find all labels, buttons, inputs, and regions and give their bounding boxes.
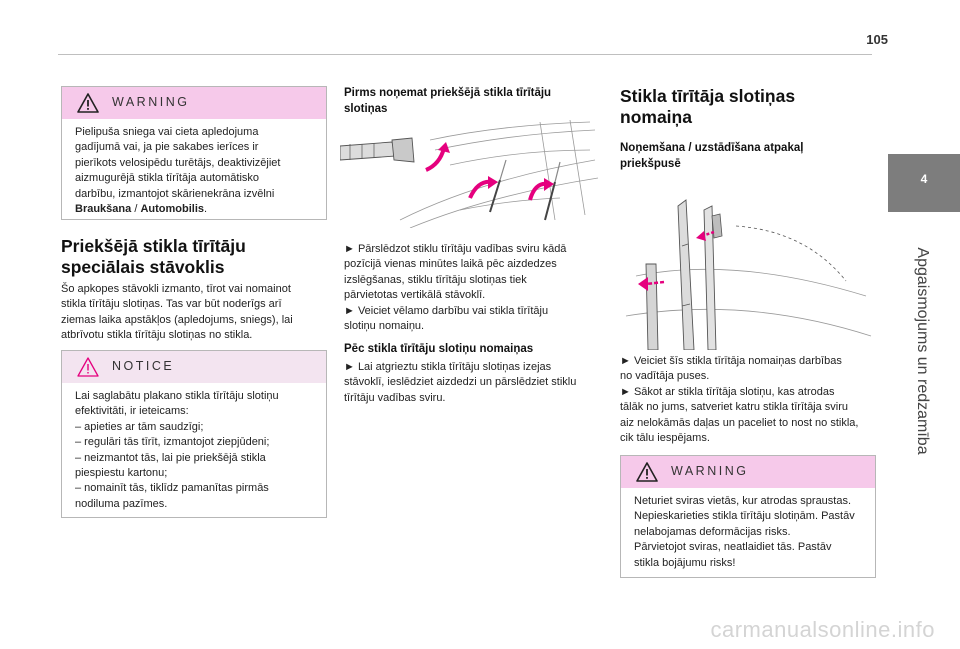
wiper-arm <box>645 199 723 350</box>
wiper-blade-right <box>544 161 561 221</box>
text-line: Braukšana / Automobilis. <box>75 202 318 217</box>
notice-title: NOTICE <box>112 359 175 373</box>
text-line: – regulāri tās tīrīt, izmantojot ziepjūd… <box>75 436 270 449</box>
wiper-blade-removal-illustration <box>625 199 872 350</box>
chapter-tab[interactable]: 4 <box>888 154 960 212</box>
section-heading: Priekšējā stikla tīrītāju speciālais stā… <box>61 236 246 278</box>
text-line: aizmugurējā stikla tīrītāja automātisko <box>75 172 260 185</box>
chapter-number: 4 <box>920 172 928 186</box>
text-line: – apieties ar tām saudzīgi; <box>75 420 204 433</box>
menu-name: Automobilis <box>140 203 204 216</box>
notice-text: Lai saglabātu plakano stikla tīrītāju sl… <box>75 389 318 512</box>
text-line: atbrīvotu stikla tīrītāju slotiņas no st… <box>61 329 253 342</box>
notice-triangle-icon <box>77 357 99 377</box>
warning-title: WARNING <box>671 464 749 478</box>
page-number: 105 <box>866 32 888 47</box>
text-line: slotiņu nomaiņu. <box>344 320 425 333</box>
warning-header: WARNING <box>621 456 875 488</box>
watermark: carmanualsonline.info <box>710 617 935 642</box>
text-line: pozīcijā vienas minūtes laikā pēc aizded… <box>344 258 557 271</box>
warning-box-col3: WARNING Neturiet sviras vietās, kur atro… <box>620 455 876 578</box>
text-line: Lai saglabātu plakano stikla tīrītāju sl… <box>75 390 279 402</box>
text-line: stikla tīrītāju slotiņas. Tas var būt no… <box>61 298 282 311</box>
period: . <box>204 203 208 216</box>
section-heading: Pirms noņemat priekšējā stikla tīrītāju … <box>344 86 594 117</box>
text-line: tīrītāju vadības sviru. <box>344 391 446 404</box>
text-line: ► Lai atgrieztu stikla tīrītāju slotiņas… <box>344 361 552 373</box>
text-line: tālāk no jums, satveriet katru stikla tī… <box>620 401 849 414</box>
text-line: nelabojamas deformācijas risks. <box>634 525 791 538</box>
heading-line: Priekšējā stikla tīrītāju <box>61 236 246 256</box>
menu-name: Braukšana <box>75 203 132 216</box>
text-line: Pielipuša sniega vai cieta apledojuma <box>75 126 259 138</box>
warning-triangle-icon <box>77 93 99 113</box>
heading-line: Pirms noņemat priekšējā stikla tīrītāju <box>344 87 552 99</box>
text-line: stāvoklī, ieslēdziet aizdedzi un pārslēd… <box>344 376 577 389</box>
warning-text: Neturiet sviras vietās, kur atrodas spra… <box>634 494 867 571</box>
text-line: – neizmantot tās, lai pie priekšējā stik… <box>75 451 266 464</box>
warning-header: WARNING <box>62 87 326 119</box>
stalk-lever <box>340 137 415 163</box>
text-line: cik tālu iespējams. <box>620 432 710 445</box>
text-line: Šo apkopes stāvokli izmanto, tīrot vai n… <box>61 283 291 295</box>
top-divider <box>58 54 872 55</box>
wiper-stalk-illustration <box>340 120 599 228</box>
chapter-title: Apgaismojums un redzamība <box>914 247 931 455</box>
steps-paragraph: ► Veiciet šīs stikla tīrītāja nomaiņas d… <box>620 354 882 446</box>
text-line: Nepieskarieties stikla tīrītāju slotiņām… <box>634 510 855 523</box>
subheading: Pēc stikla tīrītāju slotiņu nomaiņas <box>344 343 534 355</box>
press-arrow-icon <box>696 230 715 241</box>
warning-text: Pielipuša sniega vai cieta apledojuma ga… <box>75 125 318 217</box>
heading-line: slotiņas <box>344 102 388 115</box>
text-line: efektivitāti, ir ieteicams: <box>75 405 189 418</box>
subheading: Noņemšana / uzstādīšana atpakaļ priekšpu… <box>620 141 870 172</box>
stalk-arrow-icon <box>425 147 446 172</box>
heading-line: Stikla tīrītāja slotiņas <box>620 86 796 106</box>
text-line: pārvietotas vertikālā stāvoklī. <box>344 289 486 302</box>
text-line: Pārvietojot sviras, neatlaidiet tās. Pas… <box>634 541 832 554</box>
warning-title: WARNING <box>112 95 190 109</box>
text-line: ► Veiciet šīs stikla tīrītāja nomaiņas d… <box>620 355 842 367</box>
text-line: ► Sākot ar stikla tīrītāja slotiņu, kas … <box>620 385 835 398</box>
text-line: – nomainīt tās, tiklīdz pamanītas pirmās <box>75 482 269 495</box>
section-paragraph: Šo apkopes stāvokli izmanto, tīrot vai n… <box>61 282 331 344</box>
steps-paragraph: ► Pārslēdzot stiklu tīrītāju vadības svi… <box>344 242 606 334</box>
text-line: no vadītāja puses. <box>620 370 710 383</box>
text-line: ► Pārslēdzot stiklu tīrītāju vadības svi… <box>344 243 567 255</box>
warning-triangle-icon <box>636 462 658 482</box>
heading-line: Noņemšana / uzstādīšana atpakaļ <box>620 142 804 154</box>
text-line: darbību, izmantojot skārienekrāna izvēln… <box>75 187 275 200</box>
text-line: aiz nelokāmās daļas un paceliet to nost … <box>620 416 859 429</box>
menu-separator: / <box>131 203 141 216</box>
notice-header: NOTICE <box>62 351 326 383</box>
text-line: nodiluma pazīmes. <box>75 497 168 510</box>
text-line: ► Veiciet vēlamo darbību vai stikla tīrī… <box>344 304 549 317</box>
text-line: izslēgšanas, stiklu tīrītāju slotiņas ti… <box>344 273 527 286</box>
after-paragraph: ► Lai atgrieztu stikla tīrītāju slotiņas… <box>344 360 606 406</box>
wiper-blade-left <box>489 159 507 213</box>
text-line: gadījumā vai, ja pie sakabes ierīces ir <box>75 141 259 154</box>
pull-arrow-icon <box>638 277 665 291</box>
notice-box: NOTICE Lai saglabātu plakano stikla tīrī… <box>61 350 327 518</box>
section-heading: Stikla tīrītāja slotiņas nomaiņa <box>620 86 795 128</box>
text-line: Neturiet sviras vietās, kur atrodas spra… <box>634 495 852 507</box>
chapter-title-vertical: Apgaismojums un redzamība <box>912 222 932 482</box>
text-line: ziemas laika apstākļos (apledojums, snie… <box>61 313 293 326</box>
heading-line: speciālais stāvoklis <box>61 257 225 277</box>
text-line: piespiestu kartonu; <box>75 467 168 480</box>
text-line: pierīkots velosipēdu turētājs, deaktiviz… <box>75 156 281 169</box>
heading-line: priekšpusē <box>620 157 681 170</box>
warning-box-col1: WARNING Pielipuša sniega vai cieta apled… <box>61 86 327 220</box>
text-line: stikla bojājumu risks! <box>634 556 736 569</box>
heading-line: nomaiņa <box>620 107 692 127</box>
